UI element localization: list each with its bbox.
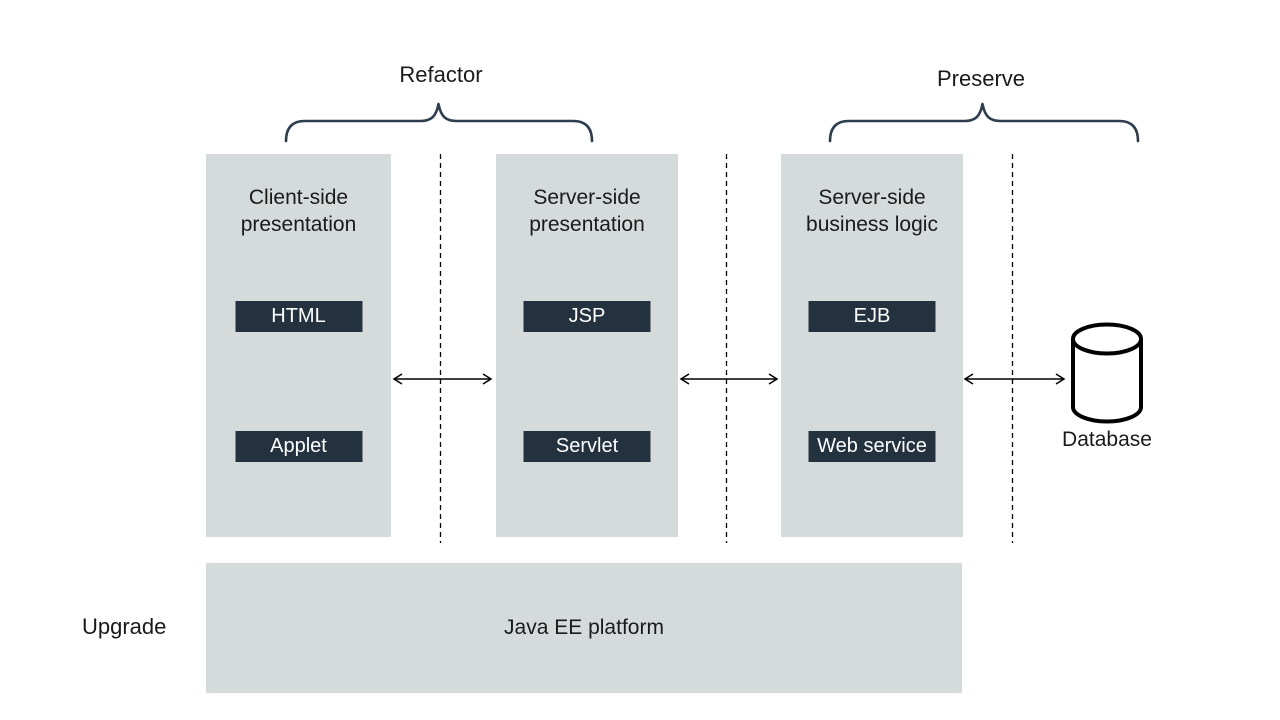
bidirectional-arrow-2 bbox=[679, 373, 779, 385]
database-icon bbox=[1071, 322, 1143, 424]
jsp-box: JSP bbox=[523, 301, 651, 332]
ejb-box: EJB bbox=[808, 301, 936, 332]
upgrade-label: Upgrade bbox=[82, 614, 167, 639]
platform-label: Java EE platform bbox=[504, 616, 664, 639]
column-server-side-presentation: Server-side presentation JSP Servlet bbox=[496, 154, 678, 537]
column-title-line: presentation bbox=[529, 213, 645, 236]
web-service-box: Web service bbox=[808, 431, 936, 462]
bidirectional-arrow-3 bbox=[963, 373, 1066, 385]
refactor-brace-icon bbox=[284, 102, 594, 143]
platform-bar: Java EE platform bbox=[206, 563, 962, 693]
refactor-label: Refactor bbox=[399, 62, 483, 87]
dashed-divider-lines bbox=[439, 154, 1014, 543]
column-title-line: Client-side bbox=[248, 186, 349, 209]
preserve-brace-icon bbox=[828, 102, 1140, 143]
column-title: Client-side presentation bbox=[206, 184, 391, 238]
column-title-line: Server-side bbox=[818, 186, 926, 209]
column-title-line: presentation bbox=[240, 213, 357, 236]
column-client-side-presentation: Client-side presentation HTML Applet bbox=[206, 154, 391, 537]
bidirectional-arrow-1 bbox=[392, 373, 493, 385]
column-title-line: Server-side bbox=[533, 186, 641, 209]
column-server-side-business-logic: Server-side business logic EJB Web servi… bbox=[781, 154, 963, 537]
html-box: HTML bbox=[235, 301, 362, 332]
preserve-label: Preserve bbox=[936, 66, 1026, 91]
database-label: Database bbox=[1062, 428, 1152, 451]
column-title: Server-side presentation bbox=[496, 184, 678, 238]
servlet-box: Servlet bbox=[523, 431, 651, 462]
applet-box: Applet bbox=[235, 431, 362, 462]
column-title-line: business logic bbox=[806, 213, 938, 236]
column-title: Server-side business logic bbox=[781, 184, 963, 238]
